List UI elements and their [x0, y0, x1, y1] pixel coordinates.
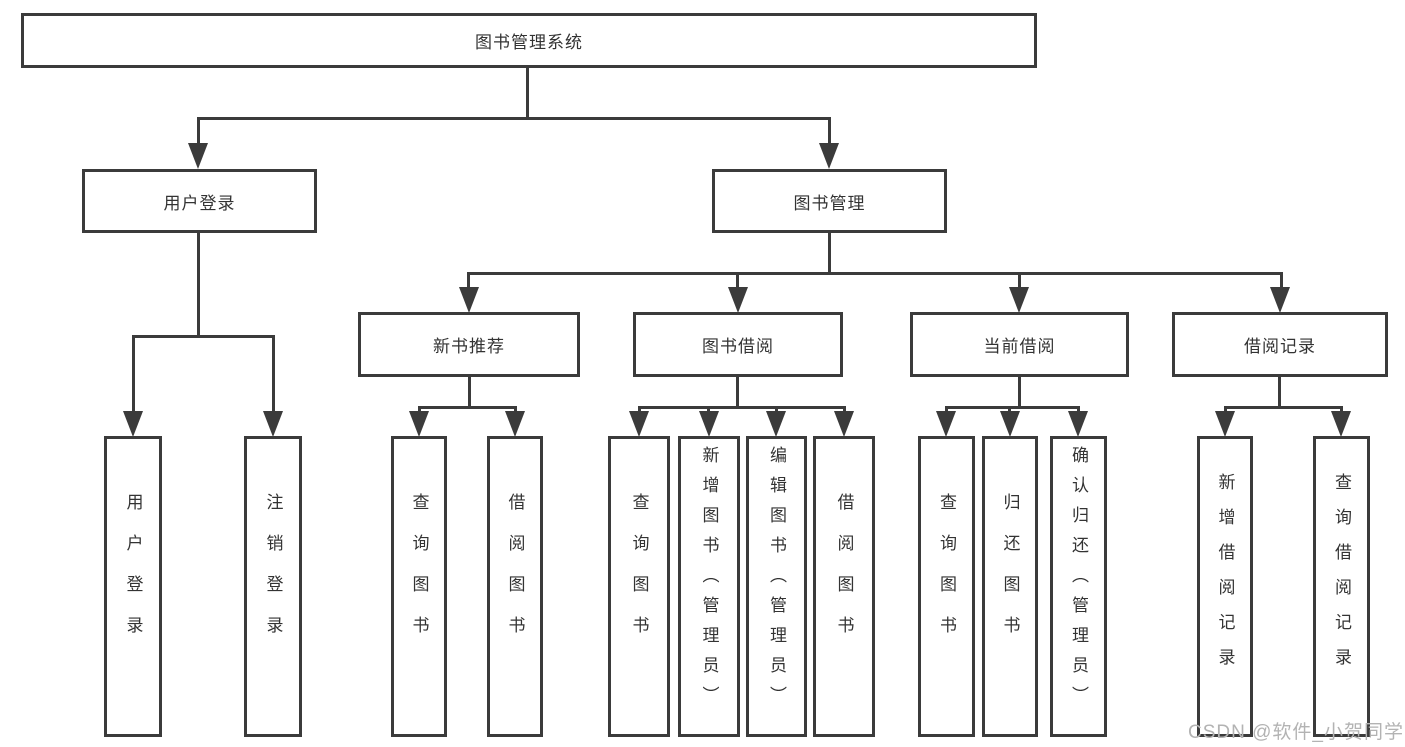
- leaf-return-books: 归还图书: [982, 436, 1038, 737]
- arrowhead-down-icon: [728, 287, 748, 313]
- node-root-system: 图书管理系统: [21, 13, 1037, 68]
- arrowhead-down-icon: [263, 411, 283, 437]
- node-user-login-label: 用户登录: [163, 193, 236, 213]
- leaf-logout-label: 注销登录: [263, 492, 283, 657]
- leaf-confirm-return-admin: 确认归还（管理员）: [1050, 436, 1107, 737]
- leaf-borrow-books: 借阅图书: [813, 436, 875, 737]
- leaf-edit-book-admin-label: 编辑图书（管理员）: [767, 445, 786, 716]
- leaf-user-login: 用户登录: [104, 436, 162, 737]
- leaf-return-books-label: 归还图书: [1000, 492, 1020, 657]
- arrowhead-down-icon: [1009, 287, 1029, 313]
- leaf-borrow-books-recommend-label: 借阅图书: [505, 492, 525, 657]
- leaf-add-book-admin-label: 新增图书（管理员）: [699, 445, 719, 716]
- arrowhead-down-icon: [1000, 411, 1020, 437]
- arrowhead-down-icon: [505, 411, 525, 437]
- node-book-borrow-label: 图书借阅: [702, 337, 774, 356]
- arrowhead-down-icon: [1068, 411, 1088, 437]
- connector-line: [132, 335, 135, 415]
- node-new-book-recommend-label: 新书推荐: [433, 337, 505, 356]
- connector-line: [468, 375, 471, 409]
- connector-line: [638, 406, 846, 409]
- connector-line: [1278, 375, 1281, 409]
- node-root-label: 图书管理系统: [475, 33, 583, 52]
- connector-line: [467, 272, 1283, 275]
- arrowhead-down-icon: [459, 287, 479, 313]
- connector-line: [526, 66, 529, 120]
- leaf-query-books-recommend: 查询图书: [391, 436, 447, 737]
- leaf-confirm-return-admin-label: 确认归还（管理员）: [1069, 445, 1088, 716]
- connector-line: [467, 272, 470, 290]
- connector-line: [197, 117, 200, 149]
- connector-line: [1018, 375, 1021, 409]
- leaf-add-borrow-record: 新增借阅记录: [1197, 436, 1253, 737]
- leaf-query-books-current-label: 查询图书: [937, 492, 956, 657]
- leaf-user-login-label: 用户登录: [123, 492, 143, 657]
- leaf-edit-book-admin: 编辑图书（管理员）: [746, 436, 807, 737]
- arrowhead-down-icon: [123, 411, 143, 437]
- leaf-query-borrow-record-label: 查询借阅记录: [1332, 472, 1351, 683]
- connector-line: [736, 375, 739, 409]
- arrowhead-down-icon: [699, 411, 719, 437]
- connector-line: [418, 406, 517, 409]
- connector-line: [1280, 272, 1283, 290]
- connector-line: [945, 406, 1080, 409]
- connector-line: [272, 335, 275, 415]
- node-book-management-label: 图书管理: [793, 193, 866, 213]
- leaf-borrow-books-recommend: 借阅图书: [487, 436, 543, 737]
- connector-line: [132, 335, 275, 338]
- connector-line: [828, 117, 831, 149]
- leaf-logout: 注销登录: [244, 436, 302, 737]
- node-user-login: 用户登录: [82, 169, 317, 233]
- leaf-query-books-borrow-label: 查询图书: [629, 492, 649, 657]
- leaf-query-borrow-record: 查询借阅记录: [1313, 436, 1370, 737]
- leaf-query-books-current: 查询图书: [918, 436, 975, 737]
- node-new-book-recommend: 新书推荐: [358, 312, 580, 377]
- arrowhead-down-icon: [188, 143, 208, 169]
- arrowhead-down-icon: [1331, 411, 1351, 437]
- node-book-management: 图书管理: [712, 169, 947, 233]
- leaf-borrow-books-label: 借阅图书: [834, 492, 854, 657]
- node-borrow-records: 借阅记录: [1172, 312, 1388, 377]
- arrowhead-down-icon: [766, 411, 786, 437]
- csdn-watermark: CSDN @软件_小贺同学: [1188, 722, 1404, 743]
- leaf-query-books-recommend-label: 查询图书: [409, 492, 429, 657]
- arrowhead-down-icon: [1270, 287, 1290, 313]
- connector-line: [1224, 406, 1343, 409]
- arrowhead-down-icon: [819, 143, 839, 169]
- connector-line: [828, 231, 831, 275]
- node-current-borrow: 当前借阅: [910, 312, 1129, 377]
- connector-line: [197, 117, 831, 120]
- node-current-borrow-label: 当前借阅: [983, 337, 1056, 356]
- arrowhead-down-icon: [936, 411, 956, 437]
- node-borrow-records-label: 借阅记录: [1244, 337, 1316, 356]
- connector-line: [1018, 272, 1021, 290]
- arrowhead-down-icon: [409, 411, 429, 437]
- leaf-query-books-borrow: 查询图书: [608, 436, 670, 737]
- arrowhead-down-icon: [834, 411, 854, 437]
- leaf-add-book-admin: 新增图书（管理员）: [678, 436, 740, 737]
- leaf-add-borrow-record-label: 新增借阅记录: [1215, 472, 1235, 683]
- connector-line: [736, 272, 739, 290]
- node-book-borrow: 图书借阅: [633, 312, 843, 377]
- connector-line: [197, 231, 200, 338]
- arrowhead-down-icon: [629, 411, 649, 437]
- arrowhead-down-icon: [1215, 411, 1235, 437]
